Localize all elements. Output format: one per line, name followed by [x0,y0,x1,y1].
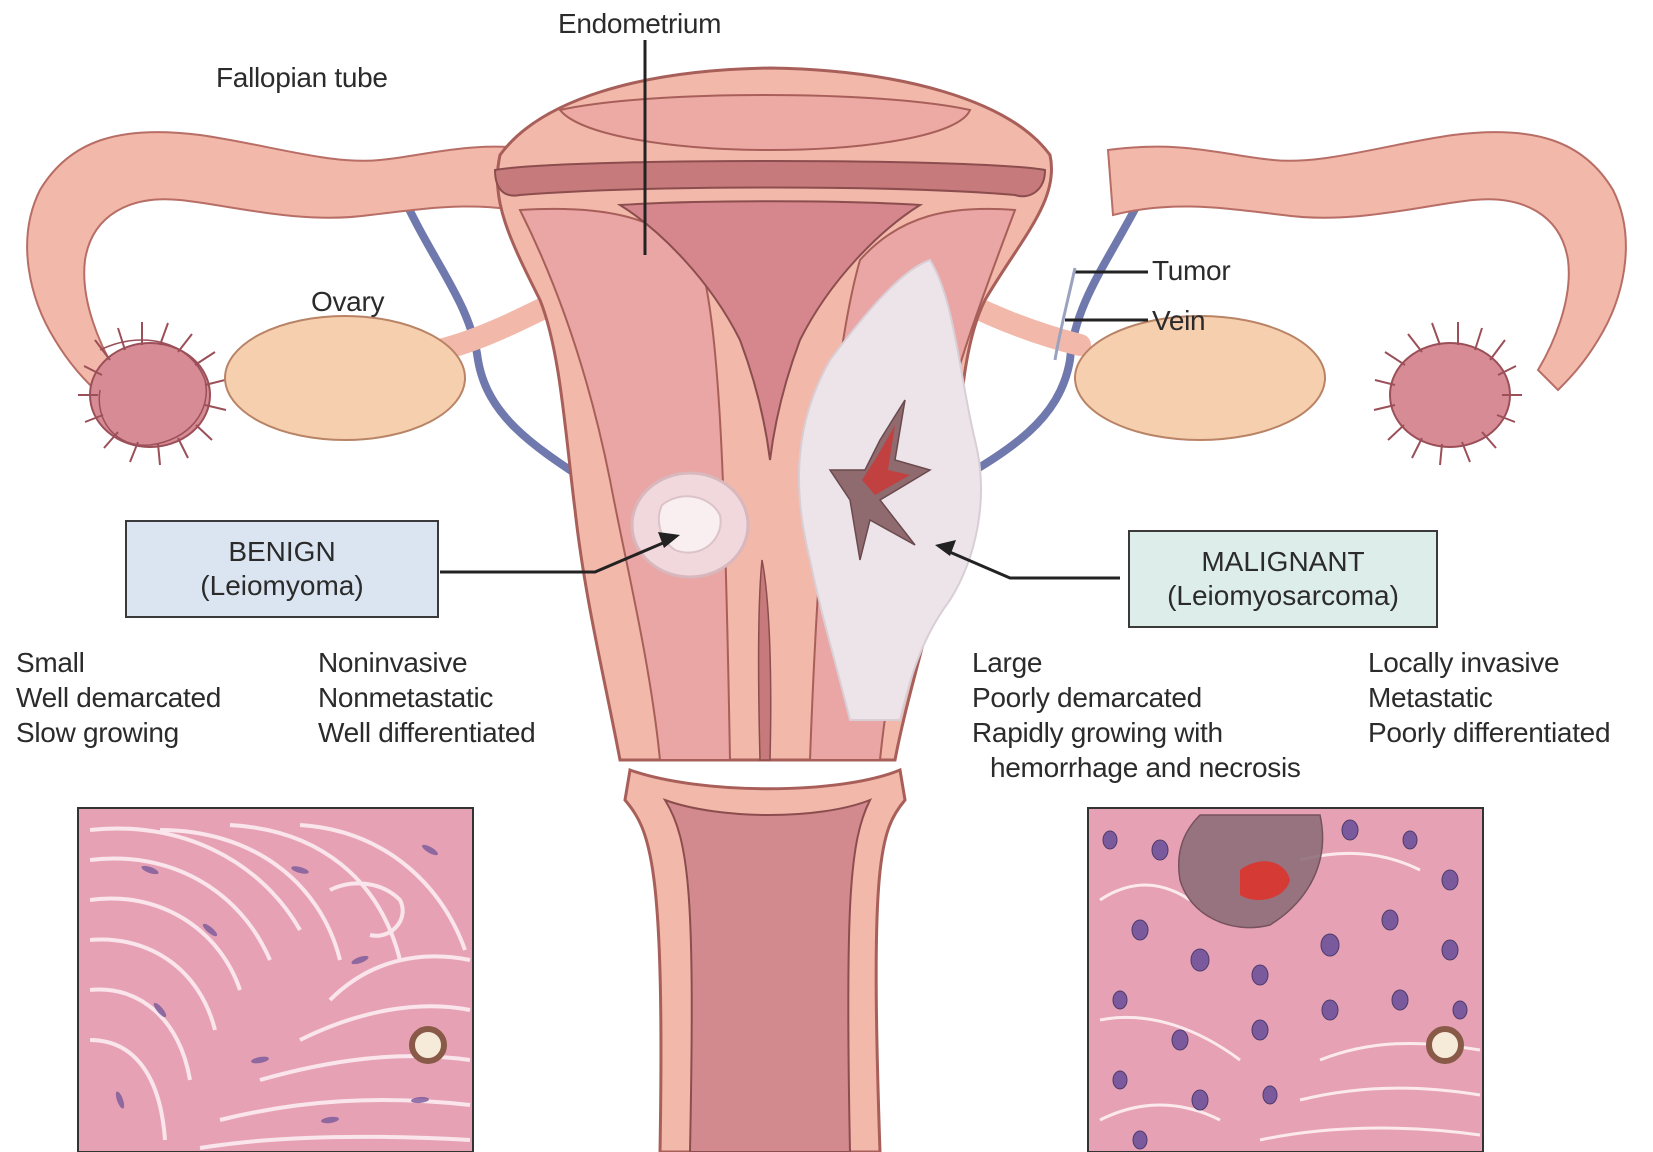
feature-item: Rapidly growing with [972,715,1301,750]
feature-item: Well demarcated [16,680,221,715]
malignant-subtitle: (Leiomyosarcoma) [1130,579,1436,613]
feature-item: Large [972,645,1301,680]
malignant-box: MALIGNANT (Leiomyosarcoma) [1128,530,1438,628]
feature-item: Poorly differentiated [1368,715,1610,750]
feature-item: Slow growing [16,715,221,750]
leiomyoma-nodule [632,473,748,577]
benign-title: BENIGN [127,535,437,569]
benign-features-left: Small Well demarcated Slow growing [16,645,221,750]
feature-item: Metastatic [1368,680,1610,715]
malignant-histology-panel [1088,808,1483,1152]
feature-item: Well differentiated [318,715,535,750]
ovary-label: Ovary [311,286,384,318]
malignant-features-right: Locally invasive Metastatic Poorly diffe… [1368,645,1610,750]
feature-item: Locally invasive [1368,645,1610,680]
benign-box: BENIGN (Leiomyoma) [125,520,439,618]
benign-features-right: Noninvasive Nonmetastatic Well different… [318,645,535,750]
feature-item: Poorly demarcated [972,680,1301,715]
benign-histology-panel [78,808,473,1152]
feature-item: Noninvasive [318,645,535,680]
feature-item: Nonmetastatic [318,680,535,715]
malignant-features-left: Large Poorly demarcated Rapidly growing … [972,645,1301,785]
vein-label: Vein [1152,305,1205,337]
feature-item: Small [16,645,221,680]
benign-subtitle: (Leiomyoma) [127,569,437,603]
feature-item: hemorrhage and necrosis [972,750,1301,785]
malignant-title: MALIGNANT [1130,545,1436,579]
fallopian-tube-label: Fallopian tube [216,62,388,94]
uterus-body [495,68,1052,1152]
tumor-label: Tumor [1152,255,1230,287]
endometrium-label: Endometrium [558,8,721,40]
